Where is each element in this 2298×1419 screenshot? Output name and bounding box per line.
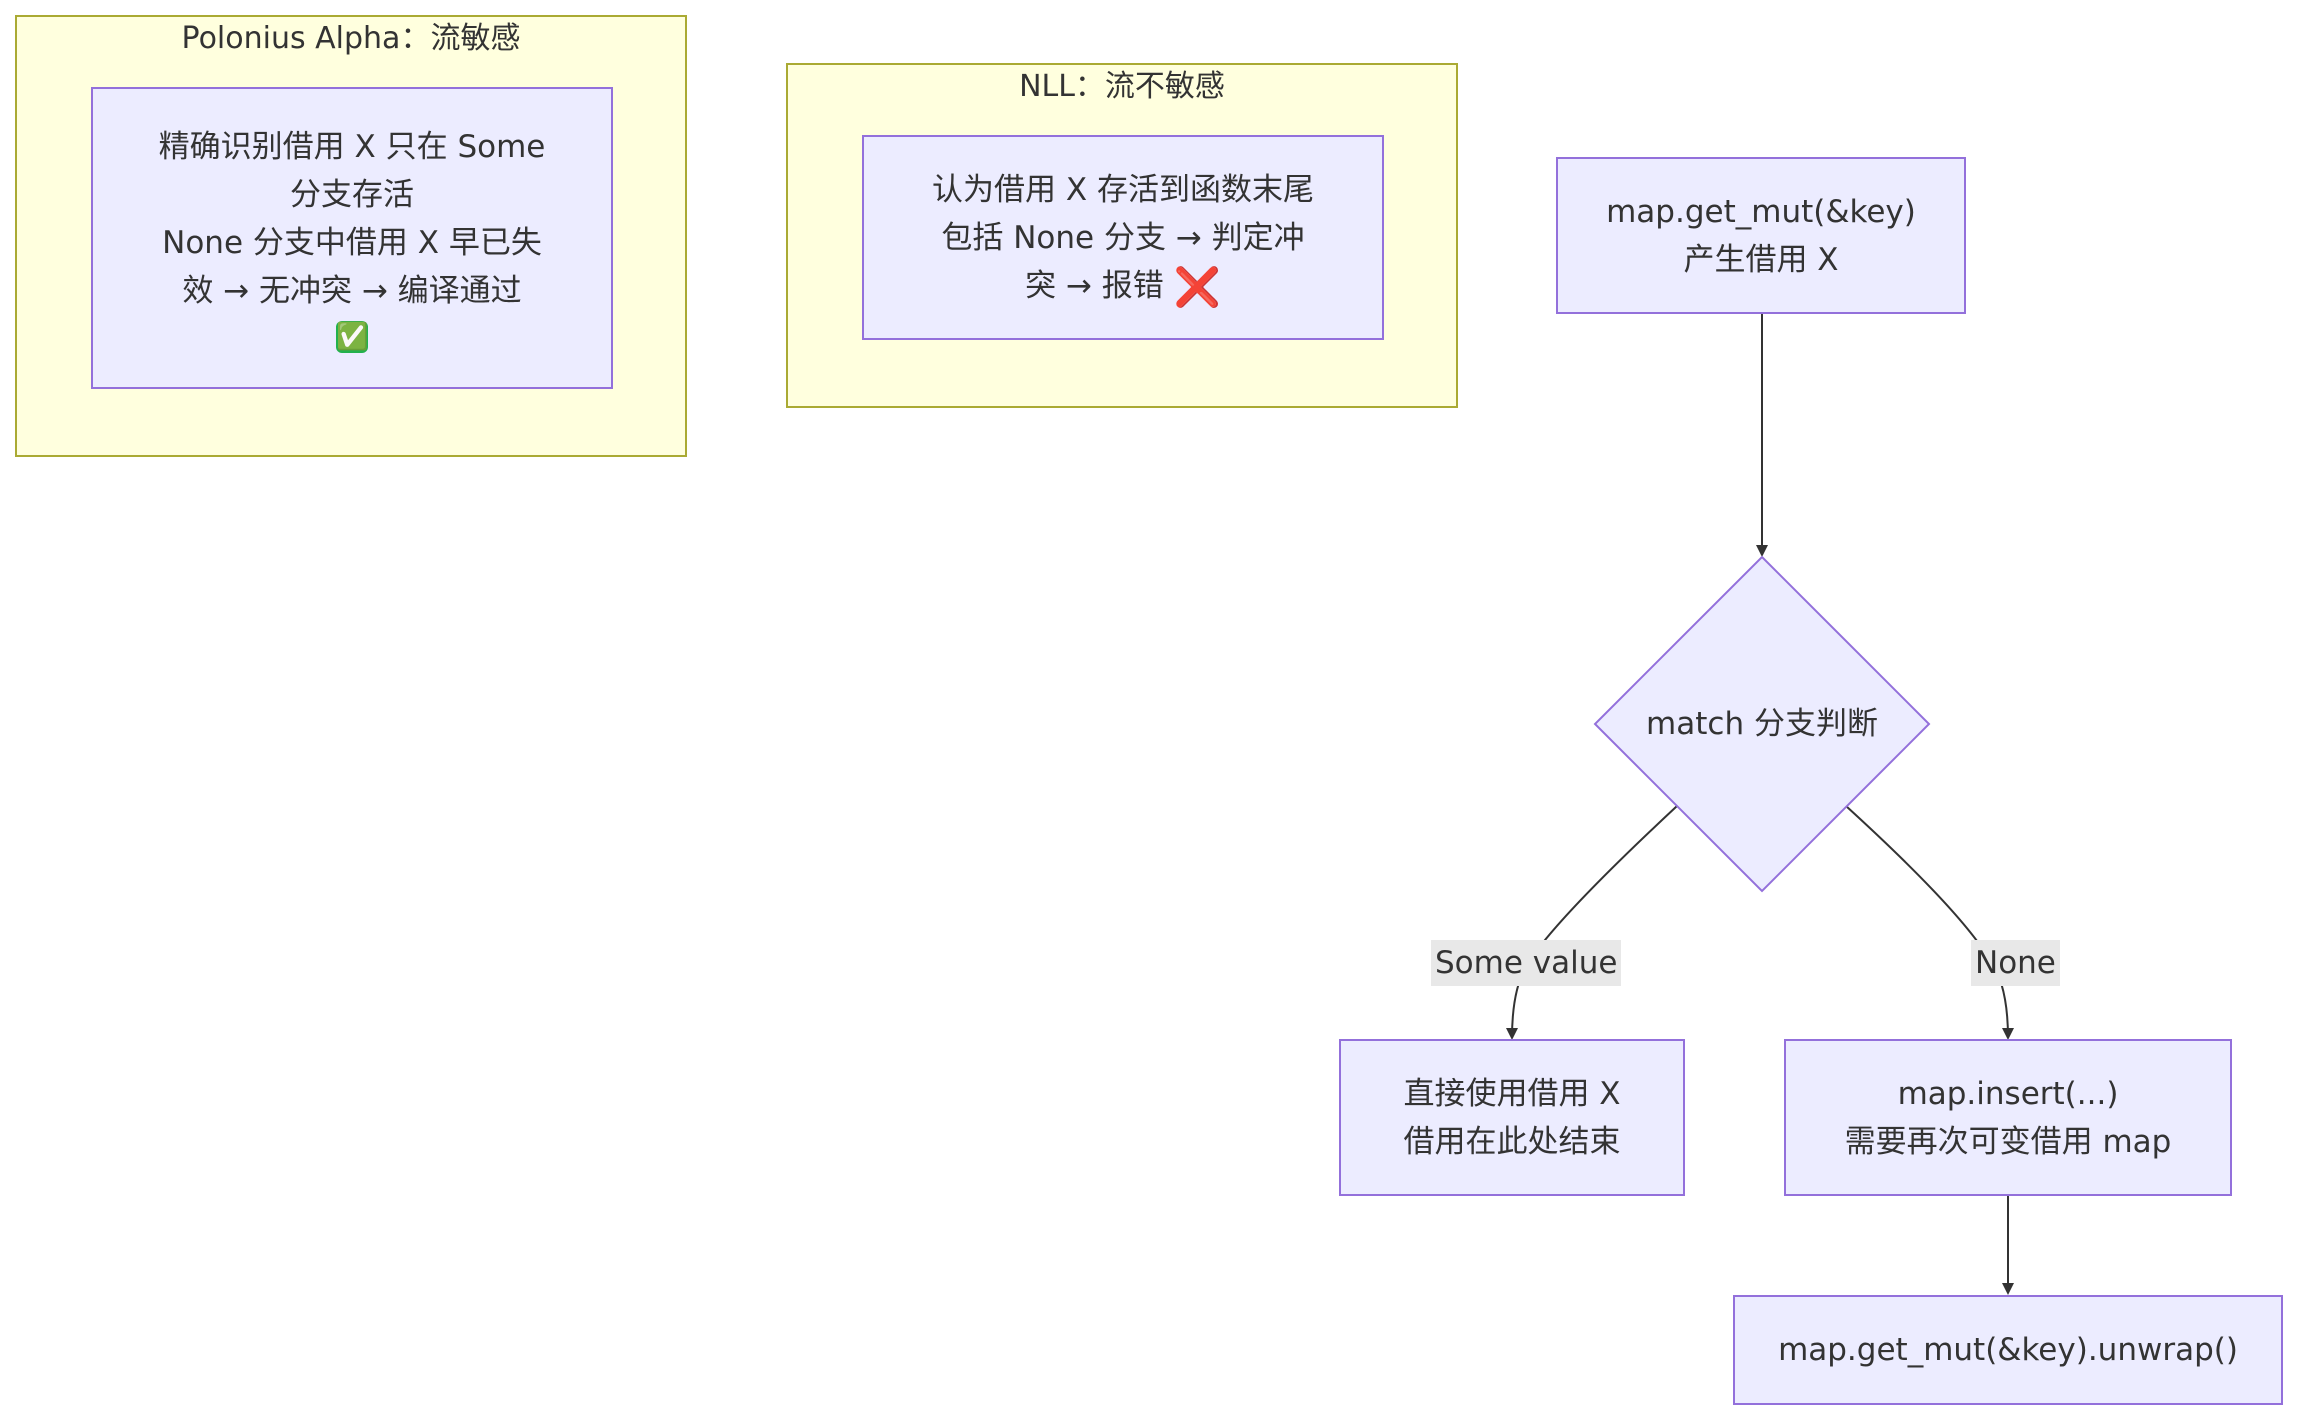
polonius-cluster: Polonius Alpha：流敏感 精确识别借用 X 只在 Some 分支存活…	[15, 15, 687, 457]
use-borrow-line-1: 直接使用借用 X	[1403, 1075, 1621, 1112]
nll-explanation-node: 认为借用 X 存活到函数末尾 包括 None 分支 → 判定冲 突 → 报错 ❌	[862, 135, 1384, 340]
cross-mark-icon: ❌	[1173, 264, 1221, 309]
insert-line-2: 需要再次可变借用 map	[1844, 1123, 2172, 1160]
nll-line-3-wrapper: 突 → 报错 ❌	[1025, 262, 1221, 310]
edge-decision-to-use	[1506, 805, 1678, 1040]
nll-line-2: 包括 None 分支 → 判定冲	[941, 219, 1305, 256]
polonius-line-2: 分支存活	[290, 177, 414, 213]
insert-line-1: map.insert(...)	[1897, 1075, 2119, 1112]
polonius-line-1: 精确识别借用 X 只在 Some	[158, 129, 546, 165]
nll-cluster-title: NLL：流不敏感	[1019, 69, 1225, 104]
edge-decision-to-insert	[1845, 805, 2014, 1040]
use-borrow-line-2: 借用在此处结束	[1403, 1123, 1621, 1160]
get-mut-line-1: map.get_mut(&key)	[1606, 193, 1916, 230]
polonius-line-3: None 分支中借用 X 早已失	[162, 225, 542, 261]
nll-line-3: 突 → 报错	[1025, 267, 1164, 304]
polonius-explanation-node: 精确识别借用 X 只在 Some 分支存活 None 分支中借用 X 早已失 效…	[91, 87, 613, 389]
decision-label: match 分支判断	[1646, 706, 1878, 742]
polonius-cluster-title: Polonius Alpha：流敏感	[181, 21, 521, 56]
decision-diamond	[1593, 555, 1931, 893]
insert-node: map.insert(...) 需要再次可变借用 map	[1784, 1039, 2232, 1196]
get-mut-node: map.get_mut(&key) 产生借用 X	[1556, 157, 1966, 314]
nll-line-1: 认为借用 X 存活到函数末尾	[932, 171, 1314, 208]
use-borrow-node: 直接使用借用 X 借用在此处结束	[1339, 1039, 1685, 1196]
polonius-line-4: 效 → 无冲突 → 编译通过	[182, 273, 522, 309]
unwrap-line-1: map.get_mut(&key).unwrap()	[1778, 1332, 2238, 1368]
get-mut-line-2: 产生借用 X	[1683, 241, 1839, 278]
some-value-edge-label: Some value	[1431, 940, 1622, 986]
check-mark-icon: ✅	[336, 321, 369, 353]
unwrap-node: map.get_mut(&key).unwrap()	[1733, 1295, 2283, 1405]
none-edge-label: None	[1971, 940, 2060, 986]
nll-cluster: NLL：流不敏感 认为借用 X 存活到函数末尾 包括 None 分支 → 判定冲…	[786, 63, 1458, 408]
